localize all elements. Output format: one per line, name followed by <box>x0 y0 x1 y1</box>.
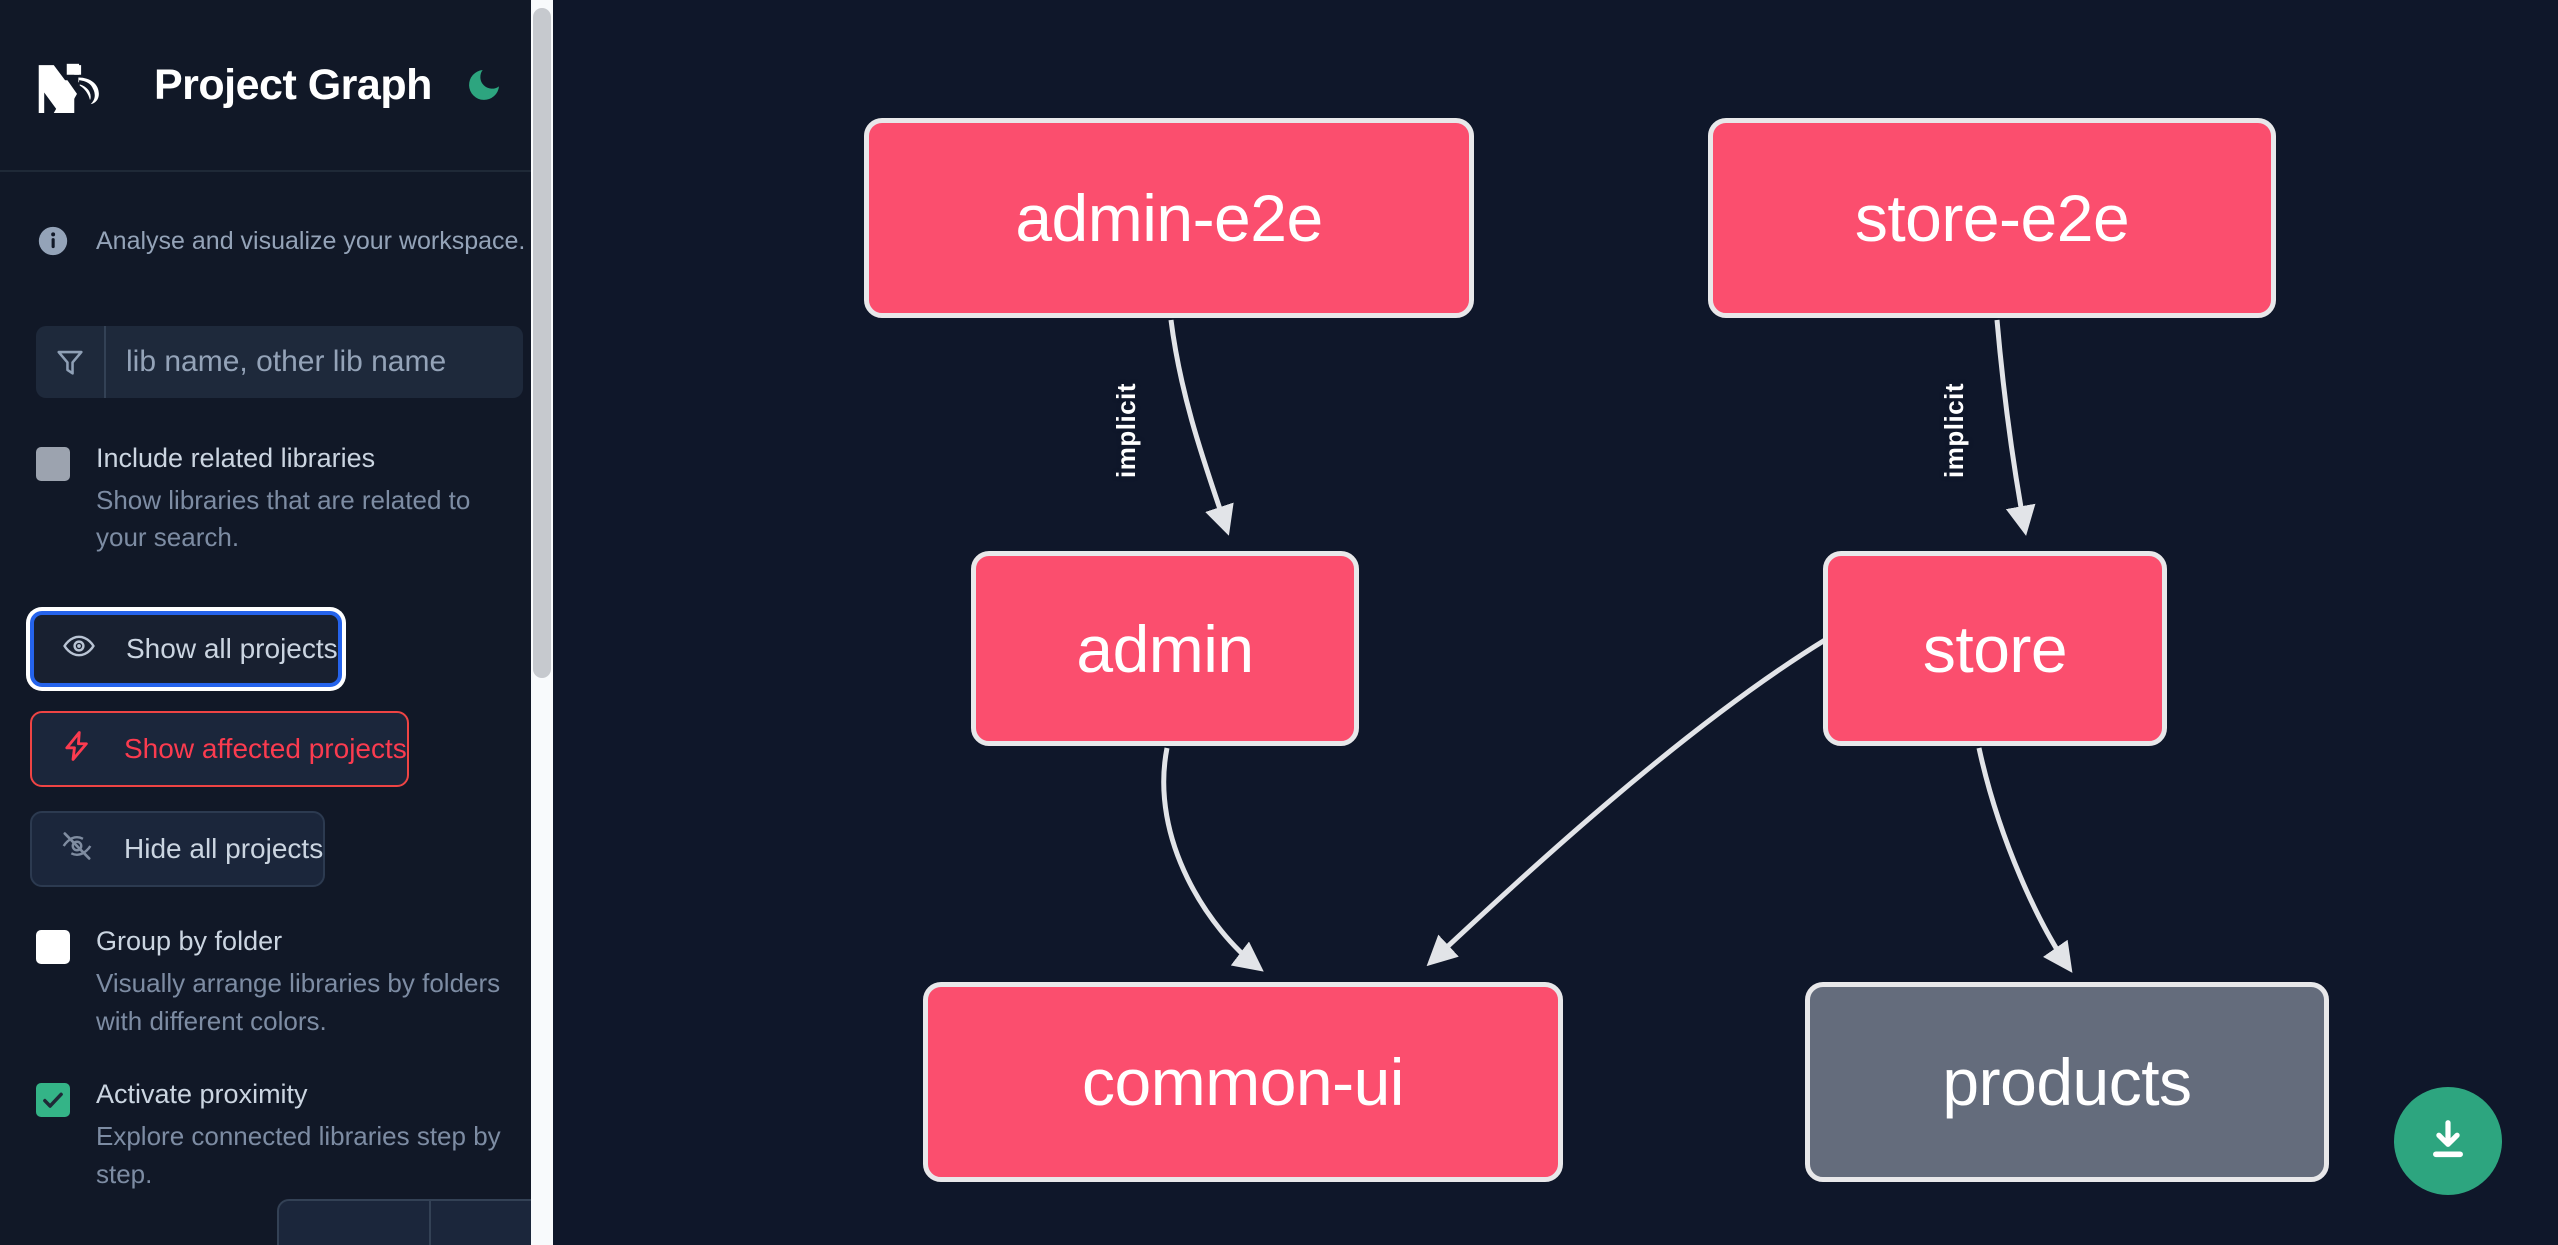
eye-off-icon <box>60 829 94 870</box>
workspace-info: Analyse and visualize your workspace. <box>0 172 559 258</box>
node-label: admin <box>1076 611 1254 686</box>
graph-node-store-e2e[interactable]: store-e2e <box>1708 118 2276 318</box>
nx-logo-icon <box>36 54 118 116</box>
graph-node-products[interactable]: products <box>1805 982 2329 1182</box>
group-by-folder-checkbox[interactable] <box>36 930 70 965</box>
edge-store-to-products <box>1976 747 2073 973</box>
hide-all-projects-label: Hide all projects <box>124 833 324 865</box>
segment-1[interactable] <box>279 1201 431 1245</box>
show-affected-projects-label: Show affected projects <box>124 733 407 765</box>
graph-node-admin-e2e[interactable]: admin-e2e <box>864 118 1474 318</box>
edge-admin-e2e-to-admin <box>1168 319 1234 536</box>
option-title: Group by folder <box>96 926 283 957</box>
option-description: Show libraries that are related to your … <box>96 484 471 553</box>
moon-icon[interactable] <box>462 63 506 107</box>
graph-canvas[interactable]: admin-e2e store-e2e admin store common-u… <box>559 0 2558 1245</box>
sidebar: Project Graph Analyse and visualize your… <box>0 0 559 1245</box>
sidebar-scrollbar-thumb[interactable] <box>533 8 551 678</box>
search-field[interactable] <box>36 326 523 398</box>
eye-icon <box>62 629 96 670</box>
option-activate-proximity[interactable]: Activate proximity Explore connected lib… <box>36 1078 523 1193</box>
option-title: Activate proximity <box>96 1079 308 1110</box>
edge-admin-to-common-ui <box>1161 747 1264 972</box>
download-image-button[interactable] <box>2394 1087 2502 1195</box>
info-icon <box>36 224 70 258</box>
option-description: Visually arrange libraries by folders wi… <box>96 967 501 1036</box>
visibility-button-group: Show all projects Show affected projects <box>30 611 529 888</box>
node-label: products <box>1942 1045 2192 1119</box>
proximity-step-segmented-control[interactable] <box>277 1199 559 1245</box>
show-affected-projects-button[interactable]: Show affected projects <box>30 711 409 788</box>
option-description: Explore connected libraries step by step… <box>96 1121 501 1189</box>
download-icon <box>2422 1114 2474 1169</box>
activate-proximity-checkbox[interactable] <box>36 1083 70 1118</box>
node-label: admin-e2e <box>1015 181 1323 255</box>
graph-node-store[interactable]: store <box>1823 551 2167 746</box>
edge-store-to-common-ui <box>1426 637 1827 967</box>
node-label: store-e2e <box>1854 181 2130 255</box>
edge-store-e2e-to-store <box>1994 319 2036 536</box>
node-label: common-ui <box>1082 1045 1404 1119</box>
filter-funnel-icon <box>36 326 106 398</box>
option-title: Include related libraries <box>96 443 376 473</box>
option-group-by-folder[interactable]: Group by folder Visually arrange librari… <box>36 925 523 1040</box>
include-related-libraries-checkbox[interactable] <box>36 447 70 481</box>
workspace-info-text: Analyse and visualize your workspace. <box>96 226 526 255</box>
page-title: Project Graph <box>154 60 432 109</box>
sidebar-header: Project Graph <box>0 0 559 172</box>
graph-node-common-ui[interactable]: common-ui <box>923 982 1563 1182</box>
hide-all-projects-button[interactable]: Hide all projects <box>30 811 326 888</box>
graph-edges <box>1161 319 2073 973</box>
graph-node-admin[interactable]: admin <box>971 551 1359 746</box>
search-input[interactable] <box>106 326 523 398</box>
option-include-related-libraries[interactable]: Include related libraries Show libraries… <box>36 442 523 557</box>
sidebar-edge <box>553 0 559 1245</box>
sidebar-scrollbar[interactable] <box>531 0 553 1245</box>
show-all-projects-label: Show all projects <box>126 633 338 665</box>
sidebar-body: Analyse and visualize your workspace. In… <box>0 172 559 1245</box>
node-label: store <box>1922 611 2068 686</box>
lightning-bolt-icon <box>60 729 94 770</box>
show-all-projects-button[interactable]: Show all projects <box>30 611 342 688</box>
